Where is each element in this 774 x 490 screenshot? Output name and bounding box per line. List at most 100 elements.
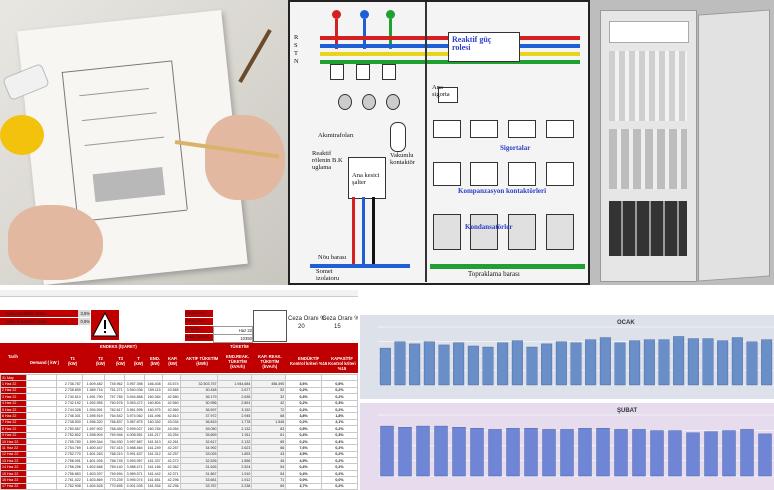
ceza-label-1: Ceza Oranı % xyxy=(288,316,326,322)
label-ana-kesici: Ana kesici şalter xyxy=(352,172,380,186)
chart-bar xyxy=(686,432,700,477)
col-t2: T2 (kW) xyxy=(96,356,106,366)
main-breaker-box xyxy=(348,157,386,199)
chart-bar xyxy=(702,338,714,386)
table-cell: 3.991.637 xyxy=(123,450,145,459)
table-cell: 4.001.035 xyxy=(123,482,145,490)
table-cell: 160.784 xyxy=(143,425,163,433)
table-cell: 0,2% xyxy=(321,482,358,490)
chart-bar xyxy=(524,428,538,477)
table-cell: 1.596.320 xyxy=(81,418,105,427)
table-cell: 43.565 xyxy=(161,386,181,395)
label-sigortalar: Sigortalar xyxy=(500,144,531,152)
table-cell: 456,490 xyxy=(251,380,287,388)
table-cell: 160.975 xyxy=(143,405,163,414)
table-cell: 1.589.716 xyxy=(81,386,105,395)
earth-bar xyxy=(430,264,585,269)
table-cell: 0,3% xyxy=(321,399,358,407)
col-kapr: KAP. REAK. TÜKETİM (kVArh) xyxy=(258,354,282,369)
chart-bar xyxy=(704,431,718,477)
table-cell: 1.603.869 xyxy=(81,476,105,484)
table-cell: 1.601.263 xyxy=(81,450,105,459)
table-cell: 3.999.027 xyxy=(123,425,145,433)
chart-bar xyxy=(717,340,729,386)
label-akim-trafolari: Akımtrafoları xyxy=(318,132,354,139)
table-cell: 8 Haz 22 xyxy=(0,425,27,433)
chart-bar xyxy=(416,425,430,477)
chart-bar xyxy=(555,341,567,386)
table-cell: 1.778 xyxy=(217,418,253,427)
warning-box xyxy=(91,310,119,340)
chart-bar xyxy=(746,341,758,386)
table-cell: 2,1% xyxy=(321,418,358,427)
table-cell: 2.524 xyxy=(217,463,253,471)
label-ana-sigorta: Ana sigorta xyxy=(432,84,450,98)
table-cell: 42 xyxy=(251,399,287,407)
table-cell: 17 Haz 22 xyxy=(0,482,27,490)
table-cell: 0,2% xyxy=(321,425,358,433)
table-cell: 161.513 xyxy=(143,437,163,446)
table-cell: 0,8% xyxy=(321,380,358,388)
chart-bar xyxy=(722,430,736,477)
table-cell: 1.603.397 xyxy=(81,469,105,478)
col-demand: Demand ( kW ) xyxy=(30,360,60,365)
chart-bar xyxy=(467,345,479,386)
table-cell xyxy=(321,373,358,382)
compensation-cabinet-photo xyxy=(590,0,774,285)
label-phase-r: R xyxy=(294,34,299,41)
chart-bar xyxy=(542,429,556,477)
table-cell: 0,2% xyxy=(321,405,358,414)
table-cell: 1.595.919 xyxy=(81,412,105,420)
table-cell: 1,8% xyxy=(321,412,358,420)
table-cell: 9 Haz 22 xyxy=(0,431,27,439)
table-cell: 7 Haz 22 xyxy=(0,418,27,427)
table-cell: 68 xyxy=(251,412,287,420)
table-cell xyxy=(217,373,253,382)
table-cell: 65 xyxy=(251,437,287,446)
table-cell: 1.591.790 xyxy=(81,393,105,401)
table-cell: 2.132 xyxy=(217,437,253,446)
table-cell: 42.371 xyxy=(161,469,181,478)
chart-bar xyxy=(673,336,685,386)
phase-t-dot xyxy=(386,10,395,19)
table-cell: 0,3% xyxy=(321,431,358,439)
table-cell: 2.891 xyxy=(217,399,253,407)
chart-bar xyxy=(423,341,435,386)
left-hand xyxy=(8,205,103,280)
phase-s-dot xyxy=(360,10,369,19)
table-cell: 0,2% xyxy=(321,457,358,465)
label-phase-s: S xyxy=(294,42,298,49)
chart-bar xyxy=(758,433,772,477)
chart-bar xyxy=(585,339,597,386)
table-cell: 3.988.464 xyxy=(123,444,145,452)
table-cell: 3.944.858 xyxy=(123,393,145,401)
cabinet-door xyxy=(698,9,770,282)
col-kapk: KAPASİTİF Kontrol kriteri %15 xyxy=(328,356,356,371)
table-cell: 1 Haz 22 xyxy=(0,380,27,388)
chart-bar xyxy=(482,346,494,386)
table-cell: 42.272 xyxy=(161,457,181,465)
vacuum-contactor-box xyxy=(390,122,406,152)
table-cell: 43.254 xyxy=(161,431,181,439)
table-cell: 43.054 xyxy=(161,425,181,433)
col-t: T (kW) xyxy=(134,356,144,366)
chart-bar xyxy=(740,429,754,477)
table-cell: 3.957.398 xyxy=(123,380,145,388)
table-cell: 5 Haz 22 xyxy=(0,405,27,414)
chart-bar xyxy=(761,339,773,386)
table-cell: 43 xyxy=(251,450,287,459)
table-cell: 3.940.036 xyxy=(123,386,145,395)
table-cell: 15 Haz 22 xyxy=(0,469,27,478)
table-cell: 2.945 xyxy=(217,412,253,420)
chart-bar xyxy=(497,342,509,386)
chart-bar xyxy=(453,342,465,386)
tuketim-header: TÜKETİM xyxy=(230,344,249,349)
table-cell: 0,2% xyxy=(321,450,358,459)
